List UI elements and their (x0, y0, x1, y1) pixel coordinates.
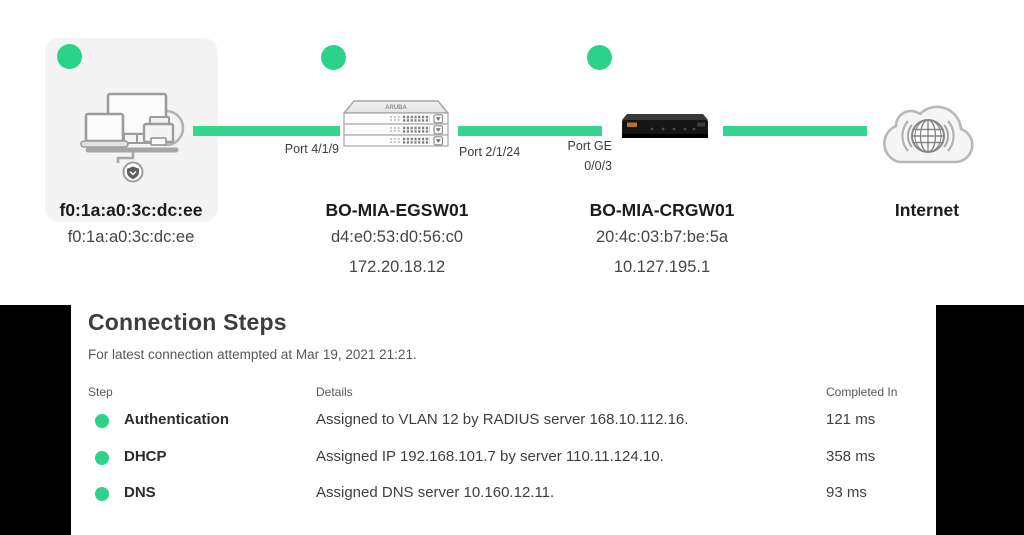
connection-steps-subtitle: For latest connection attempted at Mar 1… (88, 347, 417, 362)
gateway-ip-label: 10.127.195.1 (613, 258, 711, 276)
connection-steps-title: Connection Steps (88, 309, 287, 335)
gateway-appliance-icon[interactable] (620, 109, 710, 150)
gateway-name-label: BO-MIA-CRGW01 (589, 200, 735, 220)
column-header-details: Details (316, 385, 353, 399)
client-status-dot (57, 44, 82, 69)
step-details: Assigned IP 192.168.101.7 by server 110.… (316, 448, 664, 465)
link-gateway-internet (723, 126, 867, 136)
internet-label: Internet (894, 200, 960, 220)
cloud-globe-icon[interactable] (869, 86, 987, 187)
gateway-port-in-line1: Port GE (567, 139, 612, 153)
column-header-step: Step (88, 385, 113, 399)
right-black-bar (936, 305, 1024, 535)
step-status-dot (95, 451, 109, 465)
step-completed-in: 121 ms (826, 411, 876, 428)
link-switch-gateway (458, 126, 602, 136)
step-name: DHCP (124, 448, 167, 465)
multi-device-client-icon[interactable] (80, 90, 186, 189)
client-name-label: f0:1a:a0:3c:dc:ee (59, 200, 203, 220)
link-client-switch (193, 126, 340, 136)
switch-port-in-label: Port 4/1/9 (284, 142, 339, 156)
step-details: Assigned DNS server 10.160.12.11. (316, 484, 555, 501)
step-completed-in: 358 ms (826, 448, 876, 465)
table-row: Authentication Assigned to VLAN 12 by RA… (0, 410, 1024, 434)
step-name: DNS (124, 484, 156, 501)
step-details: Assigned to VLAN 12 by RADIUS server 168… (316, 411, 689, 428)
switch-ip-label: 172.20.18.12 (348, 258, 446, 276)
switch-port-out-label: Port 2/1/24 (459, 145, 521, 159)
gateway-port-in-line2: 0/0/3 (584, 159, 612, 173)
left-black-bar (0, 305, 71, 535)
client-mac-label: f0:1a:a0:3c:dc:ee (67, 228, 195, 246)
svg-text:ARUBA: ARUBA (385, 105, 407, 111)
gateway-status-dot (587, 45, 612, 70)
switch-status-dot (321, 45, 346, 70)
table-row: DHCP Assigned IP 192.168.101.7 by server… (0, 447, 1024, 471)
step-status-dot (95, 487, 109, 501)
table-row: DNS Assigned DNS server 10.160.12.11. 93… (0, 483, 1024, 507)
switch-name-label: BO-MIA-EGSW01 (325, 200, 469, 220)
step-status-dot (95, 414, 109, 428)
step-name: Authentication (124, 411, 229, 428)
step-completed-in: 93 ms (826, 484, 867, 501)
stacked-switch-icon[interactable]: ARUBA (340, 97, 452, 156)
gateway-mac-label: 20:4c:03:b7:be:5a (595, 228, 729, 246)
switch-mac-label: d4:e0:53:d0:56:c0 (330, 228, 464, 246)
column-header-completed-in: Completed In (826, 385, 898, 399)
gateway-port-in-label: Port GE 0/0/3 (522, 136, 612, 176)
